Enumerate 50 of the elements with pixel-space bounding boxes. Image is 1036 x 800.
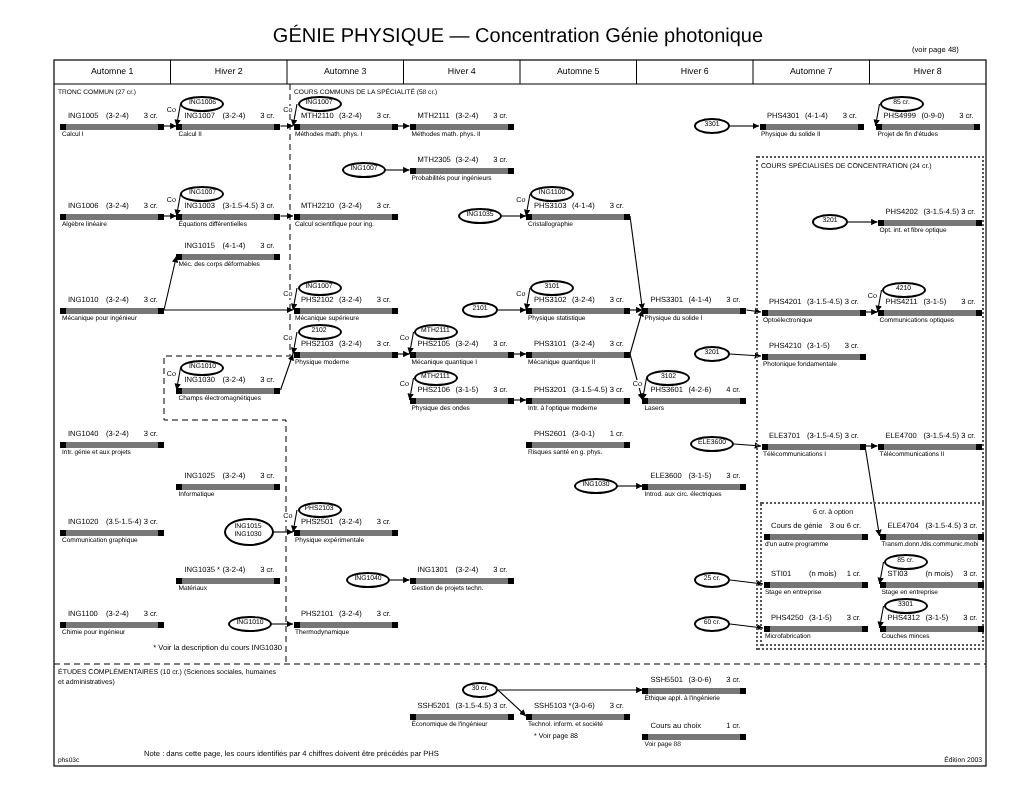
arrow xyxy=(524,193,531,217)
arrow xyxy=(729,579,764,587)
arrow xyxy=(629,215,645,311)
arrow xyxy=(877,605,885,629)
arrow xyxy=(163,306,294,314)
arrow xyxy=(729,352,762,359)
arrow xyxy=(163,255,179,311)
arrow xyxy=(629,306,644,314)
arrow xyxy=(174,103,182,127)
arrow xyxy=(407,377,415,401)
arrow xyxy=(497,689,527,717)
arrow xyxy=(745,307,762,315)
arrow xyxy=(873,103,881,127)
arrow xyxy=(497,686,644,694)
arrow xyxy=(279,212,294,220)
option-panel xyxy=(759,502,983,646)
arrow xyxy=(174,193,182,217)
arrow xyxy=(272,528,294,536)
arrow xyxy=(279,353,294,391)
arrow xyxy=(729,122,760,130)
arrow xyxy=(163,212,178,220)
arrow xyxy=(864,308,879,316)
arrow xyxy=(279,122,294,130)
arrow xyxy=(524,287,531,311)
arrow xyxy=(729,623,764,631)
arrow xyxy=(875,289,883,313)
arrow xyxy=(877,561,885,585)
arrow xyxy=(396,350,411,358)
arrow xyxy=(512,350,527,358)
arrow xyxy=(501,212,527,220)
arrow xyxy=(864,445,882,537)
arrow xyxy=(271,620,294,628)
arrow xyxy=(291,103,298,127)
arrow xyxy=(291,509,298,533)
arrow xyxy=(640,377,648,401)
arrow xyxy=(407,331,415,355)
arrow xyxy=(847,218,879,226)
arrow xyxy=(389,576,411,584)
arrow xyxy=(629,309,644,355)
arrow xyxy=(163,122,178,130)
concentration-panel xyxy=(755,156,983,650)
arrow xyxy=(385,166,411,174)
arrow xyxy=(617,482,644,490)
arrow xyxy=(396,122,411,130)
arrow xyxy=(864,442,879,450)
arrow xyxy=(291,287,298,311)
arrow xyxy=(733,442,762,449)
arrow xyxy=(497,306,527,314)
arrow xyxy=(512,396,527,404)
arrow xyxy=(291,331,298,355)
